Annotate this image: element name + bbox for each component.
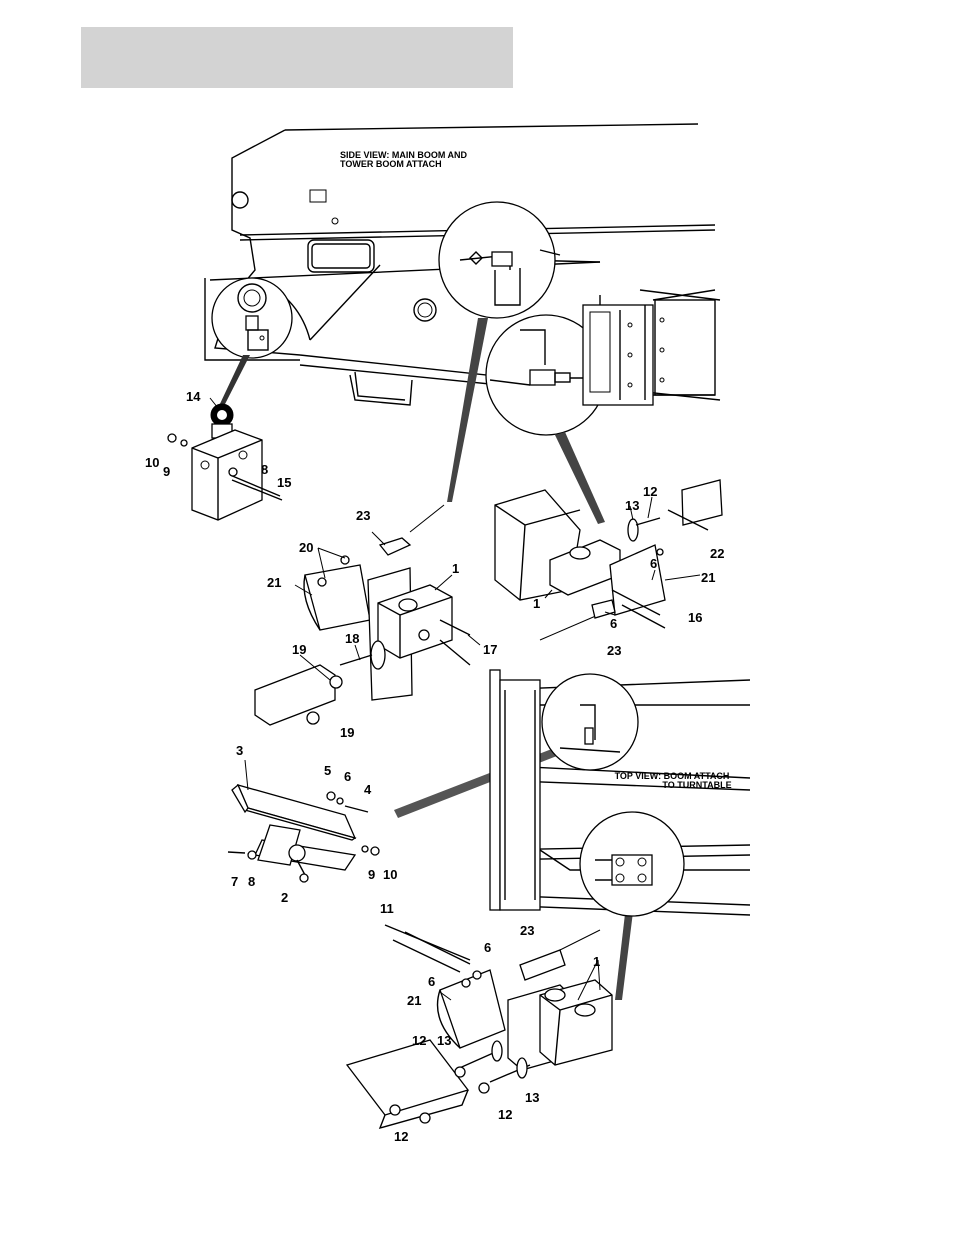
actuator-plate-assembly (228, 785, 379, 882)
tower-boom-structure (583, 290, 715, 405)
callout-13-lower-a: 13 (437, 1033, 451, 1048)
callout-12-lower-c: 12 (394, 1129, 408, 1144)
callout-15: 15 (277, 475, 291, 490)
detail-circle-top-view-lower (580, 812, 684, 916)
callout-23-lower: 23 (520, 923, 534, 938)
callout-6-lower-b: 6 (428, 974, 435, 989)
callout-12-lower-a: 12 (412, 1033, 426, 1048)
callout-6-lower-a: 6 (484, 940, 491, 955)
callout-7: 7 (231, 874, 238, 889)
callout-10: 10 (145, 455, 159, 470)
callout-8-plate: 8 (248, 874, 255, 889)
callout-23-right: 23 (607, 643, 621, 658)
callout-21-lower: 21 (407, 993, 421, 1008)
callout-10-plate: 10 (383, 867, 397, 882)
callout-19: 19 (292, 642, 306, 657)
callout-12: 12 (643, 484, 657, 499)
callout-19-lower: 19 (340, 725, 354, 740)
callout-21: 21 (267, 575, 281, 590)
callout-18: 18 (345, 631, 359, 646)
callout-9-plate: 9 (368, 867, 375, 882)
detail-circle-top-view-upper (542, 674, 638, 770)
callout-6: 6 (650, 556, 657, 571)
callout-6-right-lower: 6 (610, 616, 617, 631)
callout-13: 13 (625, 498, 639, 513)
switch-bracket-assembly-lower (347, 925, 612, 1128)
detail-circle-left (212, 278, 292, 358)
callout-17: 17 (483, 642, 497, 657)
detail-circle-top (439, 202, 560, 318)
side-view-caption-line2: TOWER BOOM ATTACH (340, 159, 442, 169)
callout-4: 4 (364, 782, 372, 797)
callout-23: 23 (356, 508, 370, 523)
top-view-caption-line2: TO TURNTABLE (662, 780, 731, 790)
callout-9: 9 (163, 464, 170, 479)
callout-1-lower: 1 (593, 954, 600, 969)
callout-5: 5 (324, 763, 331, 778)
callout-1-right: 1 (533, 596, 540, 611)
callout-13-lower-b: 13 (525, 1090, 539, 1105)
callout-3: 3 (236, 743, 243, 758)
callout-8: 8 (261, 462, 268, 477)
callout-6-plate: 6 (344, 769, 351, 784)
callout-11: 11 (380, 901, 394, 916)
callout-21-right: 21 (701, 570, 715, 585)
callout-12-lower-b: 12 (498, 1107, 512, 1122)
callout-1: 1 (452, 561, 459, 576)
callout-14: 14 (186, 389, 201, 404)
callout-16: 16 (688, 610, 702, 625)
switch-bracket-assembly-upper (255, 505, 470, 725)
callout-22: 22 (710, 546, 724, 561)
callout-2: 2 (281, 890, 288, 905)
callout-20: 20 (299, 540, 313, 555)
